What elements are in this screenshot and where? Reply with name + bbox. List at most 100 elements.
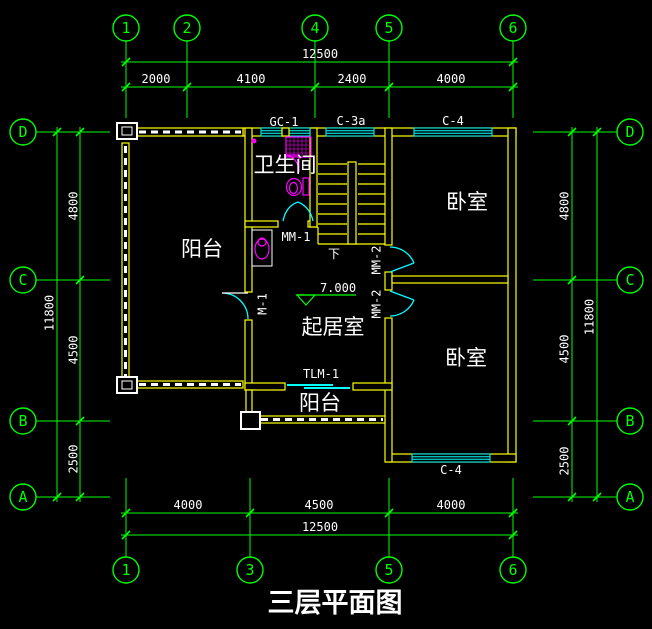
dim-left-seg-3: 2500 xyxy=(67,445,81,474)
room-label-north-bedroom: 卧室 xyxy=(446,190,488,214)
wall-bedroom-west-mid xyxy=(384,271,393,291)
column-northwest-core xyxy=(121,126,133,136)
level-marker-triangle xyxy=(295,294,317,306)
wall-balcony-stub xyxy=(245,389,253,413)
axis-bubble-top-5-label: 5 xyxy=(384,19,393,37)
axis-bubble-right-D-label: D xyxy=(625,123,634,141)
dim-right-seg-3: 2500 xyxy=(558,447,572,476)
label-window-c4-south: C-4 xyxy=(440,463,462,477)
window-c4-south xyxy=(411,453,491,463)
toilet-icon xyxy=(285,177,310,197)
axis-bubble-top-1 xyxy=(112,14,140,42)
axis-bubble-right-B xyxy=(616,407,644,435)
column-southwest-core xyxy=(121,380,133,390)
dim-left-seg-2: 4500 xyxy=(67,336,81,365)
dim-bottom-overall: 12500 xyxy=(302,520,338,534)
wall-living-south-left xyxy=(244,382,286,391)
door-arc-mm2-north xyxy=(389,246,415,264)
wall-bedroom-divider xyxy=(391,275,509,284)
label-door-m1: M-1 xyxy=(256,293,270,315)
door-arc-mm1-right xyxy=(297,201,314,222)
axis-bubble-top-4 xyxy=(301,14,329,42)
window-gc1-mullion xyxy=(281,127,290,137)
dimension-ticks xyxy=(52,57,602,540)
axis-bubble-bottom-6 xyxy=(499,556,527,584)
dim-top-seg-4: 4000 xyxy=(437,72,466,86)
axis-bubble-top-2 xyxy=(173,14,201,42)
axis-bubble-top-6 xyxy=(499,14,527,42)
dim-left-overall: 11800 xyxy=(43,295,57,331)
room-label-south-balcony: 阳台 xyxy=(299,391,341,415)
wall-east xyxy=(507,127,517,463)
dim-bottom-seg-3: 4000 xyxy=(437,498,466,512)
shower-tray-icon xyxy=(284,136,312,173)
axis-bubble-bottom-5 xyxy=(375,556,403,584)
axis-bubble-bottom-5-label: 5 xyxy=(384,561,393,579)
axis-bubble-right-A xyxy=(616,483,644,511)
opening-labels: GC-1 C-3a C-4 C-4 MM-1 MM-2 MM-2 M-1 TLM… xyxy=(256,114,464,477)
room-label-south-bedroom: 卧室 xyxy=(445,346,487,370)
dim-bottom-seg-1: 4000 xyxy=(174,498,203,512)
door-leaf-mm2-north xyxy=(389,262,415,273)
level-marker: 7.000 xyxy=(295,281,356,306)
doors xyxy=(221,201,415,389)
wall-bedroom-west-upper xyxy=(384,127,393,246)
dim-top-seg-2: 4100 xyxy=(237,72,266,86)
axis-bubbles: 1 2 4 5 6 1 3 5 6 D C B A D C B A xyxy=(9,14,644,584)
dim-right-seg-2: 4500 xyxy=(558,335,572,364)
door-leaf-mm2-south xyxy=(389,290,415,301)
axis-bubble-bottom-1-label: 1 xyxy=(121,561,130,579)
dim-right-seg-1: 4800 xyxy=(558,192,572,221)
axis-bubble-left-D-label: D xyxy=(18,123,27,141)
axis-bubble-top-2-label: 2 xyxy=(182,19,191,37)
label-window-gc1: GC-1 xyxy=(270,115,299,129)
axis-bubble-left-D xyxy=(9,118,37,146)
axis-bubble-bottom-3 xyxy=(236,556,264,584)
stair-center-rail xyxy=(347,161,357,245)
axis-grid xyxy=(36,41,617,557)
wall-bathroom-east xyxy=(309,127,318,228)
window-c3a xyxy=(325,127,375,137)
room-label-west-balcony: 阳台 xyxy=(181,237,223,261)
label-window-c4-north: C-4 xyxy=(442,114,464,128)
room-label-living-room: 起居室 xyxy=(302,315,365,339)
dim-left-seg-1: 4800 xyxy=(67,192,81,221)
axis-bubble-left-A-label: A xyxy=(18,488,27,506)
axis-bubble-right-C-label: C xyxy=(625,271,634,289)
wall-living-south-right xyxy=(352,382,393,391)
axis-bubble-right-B-label: B xyxy=(625,412,634,430)
bathroom-fixtures xyxy=(251,136,312,267)
axis-bubble-top-6-label: 6 xyxy=(508,19,517,37)
balcony-railings xyxy=(121,127,386,424)
stair-treads xyxy=(318,163,385,235)
wall-bathroom-south-left xyxy=(244,220,279,228)
label-window-c3a: C-3a xyxy=(337,114,366,128)
label-door-mm2-south: MM-2 xyxy=(370,290,384,319)
axis-bubble-bottom-6-label: 6 xyxy=(508,561,517,579)
level-value: 7.000 xyxy=(320,281,356,295)
dim-right-overall: 11800 xyxy=(583,299,597,335)
dimension-texts: 12500 2000 4100 2400 4000 4000 4500 4000… xyxy=(43,47,597,534)
dim-top-overall: 12500 xyxy=(302,47,338,61)
axis-bubble-top-5 xyxy=(375,14,403,42)
axis-bubble-right-D xyxy=(616,118,644,146)
axis-bubble-bottom-1 xyxy=(112,556,140,584)
staircase xyxy=(317,161,385,245)
axis-bubble-bottom-3-label: 3 xyxy=(245,561,254,579)
axis-bubble-left-A xyxy=(9,483,37,511)
axis-bubble-left-C xyxy=(9,266,37,294)
dim-top-seg-1: 2000 xyxy=(142,72,171,86)
label-door-tlm1: TLM-1 xyxy=(303,367,339,381)
axis-bubble-left-B-label: B xyxy=(18,412,27,430)
axis-bubble-left-C-label: C xyxy=(18,271,27,289)
walls xyxy=(242,127,517,463)
room-label-bathroom: 卫生间 xyxy=(254,153,317,177)
door-arc-m1 xyxy=(221,292,249,320)
door-arc-mm1-left xyxy=(282,201,299,222)
column-south-balcony xyxy=(240,411,261,430)
window-c4-north xyxy=(413,127,493,137)
axis-bubble-right-C xyxy=(616,266,644,294)
axis-bubble-top-4-label: 4 xyxy=(310,19,319,37)
label-door-mm1: MM-1 xyxy=(282,230,311,244)
